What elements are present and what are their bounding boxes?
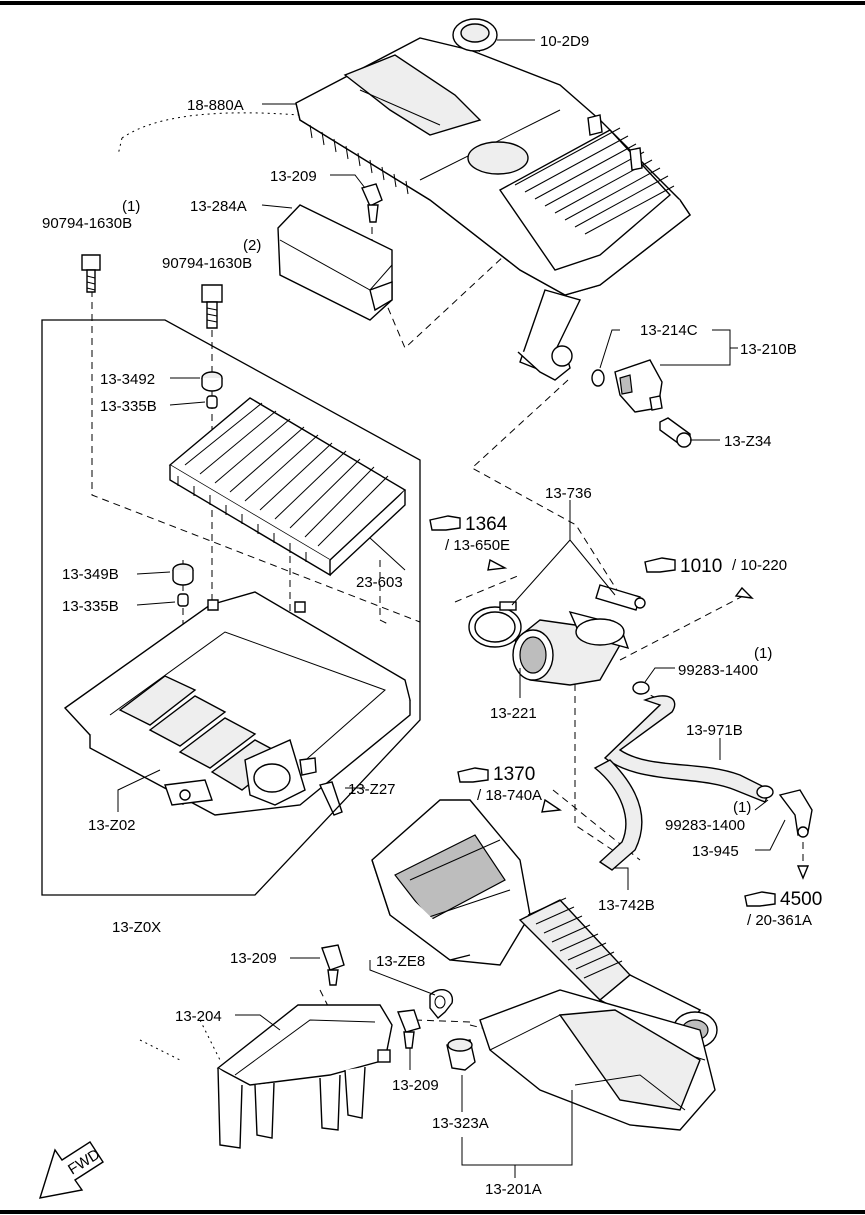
- ref-4500-number[interactable]: 4500: [780, 889, 822, 910]
- ref-4500-sub[interactable]: / 20-361A: [747, 912, 812, 929]
- arrow-icon: [487, 558, 508, 571]
- ref-1364[interactable]: [429, 515, 508, 571]
- label-10-2d9[interactable]: 10-2D9: [540, 33, 589, 50]
- hose-clamp-13-736-b[interactable]: [595, 584, 646, 611]
- label-13-945[interactable]: 13-945: [692, 843, 739, 860]
- label-13-210b[interactable]: 13-210B: [740, 341, 797, 358]
- bracket-13-204[interactable]: [216, 1004, 393, 1149]
- clamp-99283-1400-b[interactable]: [756, 785, 774, 799]
- label-23-603[interactable]: 23-603: [356, 574, 403, 591]
- label-qty-2: (2): [243, 237, 261, 254]
- label-13-201a[interactable]: 13-201A: [485, 1181, 542, 1198]
- label-13-214c[interactable]: 13-214C: [640, 322, 698, 339]
- hose-13-742b[interactable]: [593, 759, 643, 871]
- label-13-335b-top[interactable]: 13-335B: [100, 398, 157, 415]
- clip-13-209-top[interactable]: [361, 183, 383, 223]
- ref-1010-number[interactable]: 1010: [680, 556, 722, 577]
- clip-13-ze8[interactable]: [429, 989, 454, 1020]
- bolt-90794-1[interactable]: [81, 254, 101, 293]
- label-13-323a[interactable]: 13-323A: [432, 1115, 489, 1132]
- grommet-13-3492[interactable]: [201, 371, 223, 392]
- o-ring-13-214c[interactable]: [591, 369, 605, 387]
- clip-13-209-low[interactable]: [397, 1009, 421, 1049]
- label-13-209-low[interactable]: 13-209: [392, 1077, 439, 1094]
- air-cleaner-cover[interactable]: [295, 37, 691, 381]
- connector-13-945[interactable]: [778, 789, 813, 838]
- label-13-z0x[interactable]: 13-Z0X: [112, 919, 161, 936]
- label-90794-2[interactable]: 90794-1630B: [162, 255, 252, 272]
- label-qty-1b: (1): [754, 645, 772, 662]
- label-90794-1[interactable]: 90794-1630B: [42, 215, 132, 232]
- label-99283-b[interactable]: 99283-1400: [665, 817, 745, 834]
- air-duct-13-221[interactable]: [512, 610, 630, 686]
- ref-1370[interactable]: [457, 767, 562, 813]
- label-13-971b[interactable]: 13-971B: [686, 722, 743, 739]
- label-13-209-mid[interactable]: 13-209: [230, 950, 277, 967]
- clamp-99283-1400-a[interactable]: [632, 681, 650, 695]
- ref-1364-number[interactable]: 1364: [465, 514, 508, 535]
- ref-1010[interactable]: [644, 557, 754, 599]
- hose-13-971b[interactable]: [603, 695, 771, 803]
- grommet-13-349b[interactable]: [172, 563, 194, 586]
- sensor-13-210b[interactable]: [614, 359, 663, 413]
- arrow-icon: [541, 798, 562, 813]
- collar-13-335b-low[interactable]: [177, 593, 189, 607]
- resonator-13-201a[interactable]: [479, 989, 716, 1131]
- part-labels: 10-2D9 18-880A 13-209 (1) 13-284A 90794-…: [42, 33, 822, 1198]
- air-cleaner-case-13-z02[interactable]: [63, 591, 411, 816]
- bracket-13-284a[interactable]: [277, 204, 393, 321]
- hand-pointer-icon: [457, 767, 489, 783]
- arrow-icon: [734, 586, 754, 599]
- hand-pointer-icon: [744, 891, 776, 907]
- label-13-z34[interactable]: 13-Z34: [724, 433, 772, 450]
- screw-13-z34[interactable]: [659, 417, 692, 448]
- label-18-880a[interactable]: 18-880A: [187, 97, 244, 114]
- label-13-742b[interactable]: 13-742B: [598, 897, 655, 914]
- grommet-13-323a[interactable]: [446, 1038, 476, 1071]
- air-filter-23-603[interactable]: [168, 397, 407, 577]
- hose-clamp-13-736-a[interactable]: [468, 601, 522, 648]
- ref-1370-number[interactable]: 1370: [493, 764, 535, 785]
- label-13-736[interactable]: 13-736: [545, 485, 592, 502]
- arrow-icon: [796, 865, 810, 880]
- clip-13-209-mid[interactable]: [321, 944, 345, 986]
- label-13-204[interactable]: 13-204: [175, 1008, 222, 1025]
- ref-1370-sub[interactable]: / 18-740A: [477, 787, 542, 804]
- label-13-209-top[interactable]: 13-209: [270, 168, 317, 185]
- label-13-349b[interactable]: 13-349B: [62, 566, 119, 583]
- fresh-air-duct[interactable]: [371, 799, 531, 966]
- label-13-221[interactable]: 13-221: [490, 705, 537, 722]
- fwd-arrow: FWD: [38, 1141, 104, 1199]
- label-qty-1a: (1): [122, 198, 140, 215]
- label-13-z02[interactable]: 13-Z02: [88, 817, 136, 834]
- clip-13-z27[interactable]: [319, 781, 343, 816]
- label-13-335b-low[interactable]: 13-335B: [62, 598, 119, 615]
- collar-13-335b-top[interactable]: [206, 395, 218, 409]
- label-qty-1c: (1): [733, 799, 751, 816]
- leader-lines: [117, 39, 786, 1178]
- label-13-284a[interactable]: 13-284A: [190, 198, 247, 215]
- hand-pointer-icon: [644, 557, 676, 573]
- label-13-ze8[interactable]: 13-ZE8: [376, 953, 425, 970]
- label-13-3492[interactable]: 13-3492: [100, 371, 155, 388]
- ref-1010-sub[interactable]: / 10-220: [732, 557, 787, 574]
- label-13-z27[interactable]: 13-Z27: [348, 781, 396, 798]
- ref-1364-sub[interactable]: / 13-650E: [445, 537, 510, 554]
- assembly-frame-13-z0x: [41, 319, 421, 896]
- cap-10-2d9[interactable]: [452, 18, 498, 52]
- label-99283-a[interactable]: 99283-1400: [678, 662, 758, 679]
- ref-4500[interactable]: [744, 865, 810, 907]
- hand-pointer-icon: [429, 515, 461, 531]
- bolt-90794-2[interactable]: [201, 284, 223, 329]
